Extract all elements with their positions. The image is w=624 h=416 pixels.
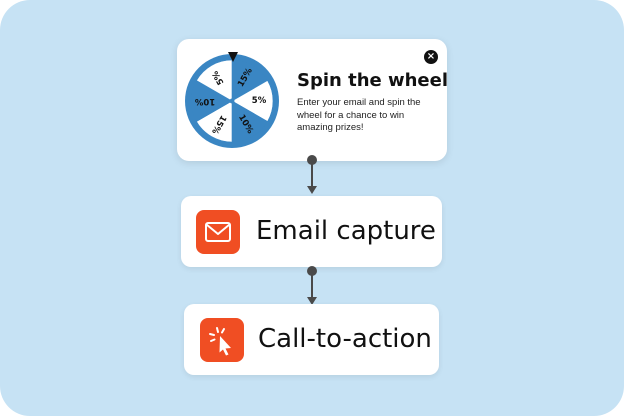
connector-line (311, 160, 313, 187)
popup-description: Enter your email and spin the wheel for … (297, 97, 437, 135)
prize-wheel[interactable]: 15%5%10%15%10%5% (184, 53, 280, 149)
close-button[interactable]: × (424, 50, 438, 64)
wheel-hub (230, 99, 235, 104)
wheel-segment-label: 5% (252, 96, 267, 106)
envelope-icon (196, 210, 240, 254)
cursor-click-icon (200, 318, 244, 362)
email-capture-card[interactable]: Email capture (181, 196, 442, 267)
popup-title: Spin the wheel (297, 70, 448, 91)
call-to-action-card[interactable]: Call-to-action (184, 304, 439, 375)
connector-line (311, 271, 313, 298)
call-to-action-label: Call-to-action (258, 324, 432, 354)
connector-arrow-icon (307, 186, 317, 194)
email-capture-label: Email capture (256, 216, 436, 246)
wheel-segment-label: 10% (194, 96, 215, 106)
spin-wheel-popup: 15%5%10%15%10%5% × Spin the wheel Enter … (177, 39, 447, 161)
wheel-pointer-icon (228, 52, 238, 62)
